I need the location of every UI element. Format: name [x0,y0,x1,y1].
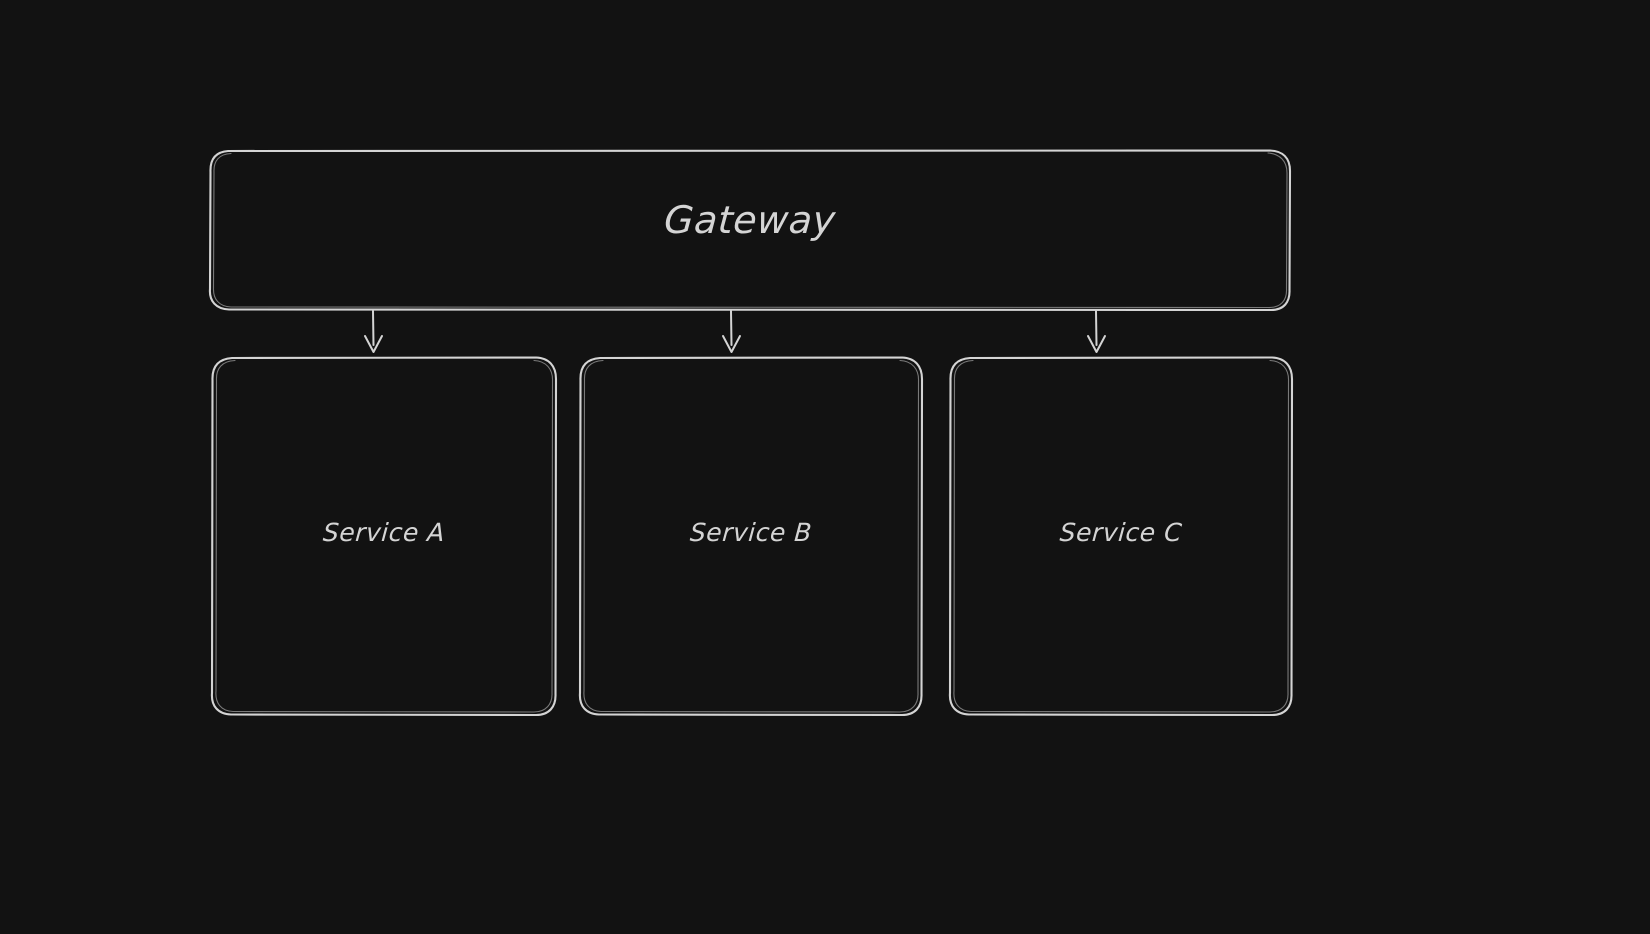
gateway-node[interactable] [208,149,1292,312]
service-c-node[interactable] [948,356,1294,717]
gateway-hit-area[interactable] [210,150,1290,310]
service-a-node[interactable] [210,356,558,717]
edge-gateway-service-b[interactable] [722,310,741,353]
edge-gateway-service-a[interactable] [364,310,383,353]
service-b-box-outline-sketch [583,359,920,713]
service-b-box-outline [578,356,924,717]
service-b-node[interactable] [578,356,924,717]
edge-gateway-service-a-arrowhead [364,335,383,353]
service-c-box-outline-sketch [953,359,1290,713]
edge-gateway-service-c-arrowhead [1087,335,1106,353]
service-b-hit-area[interactable] [580,357,922,715]
edge-gateway-service-b-line [730,310,733,346]
edge-gateway-service-b-arrowhead [722,335,741,353]
service-a-box-outline [210,356,558,717]
service-c-hit-area[interactable] [950,357,1292,715]
edge-gateway-service-c[interactable] [1087,310,1106,353]
edge-gateway-service-c-line [1095,310,1098,346]
edge-gateway-service-a-line [372,310,375,346]
gateway-box-outline [208,149,1292,312]
service-c-box-outline [948,356,1294,717]
gateway-box-outline-sketch [212,152,1288,309]
service-a-box-outline-sketch [215,359,554,713]
service-a-hit-area[interactable] [212,357,556,715]
